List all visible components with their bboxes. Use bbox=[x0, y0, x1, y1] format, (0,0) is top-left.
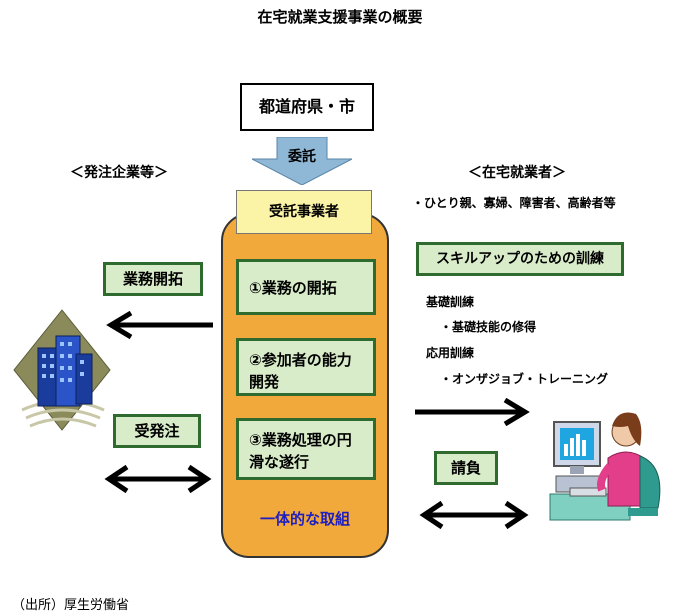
prefecture-city-box: 都道府県・市 bbox=[240, 83, 374, 131]
office-building-icon bbox=[13, 309, 111, 431]
step-smooth-execution: ③業務処理の円滑な遂行 bbox=[236, 418, 376, 480]
right-arrow bbox=[415, 397, 530, 427]
contractor-label: 受託事業者 bbox=[269, 204, 339, 220]
contract-label: 請負 bbox=[434, 451, 498, 485]
target-groups: ・ひとり親、寡婦、障害者、高齢者等 bbox=[412, 196, 616, 210]
training-box-label: スキルアップのための訓練 bbox=[436, 251, 604, 267]
contract-label-text: 請負 bbox=[450, 459, 481, 477]
prefecture-city-label: 都道府県・市 bbox=[258, 97, 355, 116]
order-exchange-label: 受発注 bbox=[113, 414, 201, 448]
right-header: ＜在宅就業者＞ bbox=[468, 165, 566, 181]
computer-worker-icon bbox=[549, 412, 661, 521]
step-capacity-development: ②参加者の能力開発 bbox=[236, 338, 376, 396]
left-header: ＜発注企業等＞ bbox=[70, 165, 168, 181]
right-double-arrow bbox=[419, 500, 529, 530]
contractor-box: 受託事業者 bbox=[236, 190, 372, 234]
business-development-label: 業務開拓 bbox=[103, 262, 203, 296]
left-arrow bbox=[106, 310, 213, 340]
commission-arrow bbox=[252, 137, 352, 185]
basic-training: 基礎訓練 bbox=[426, 295, 475, 309]
diagram-title: 在宅就業支援事業の概要 bbox=[257, 8, 423, 26]
applied-training: 応用訓練 bbox=[426, 346, 475, 360]
order-exchange-text: 受発注 bbox=[134, 422, 180, 440]
applied-training-detail: ・オンザジョブ・トレーニング bbox=[440, 372, 609, 386]
left-double-arrow bbox=[104, 464, 212, 494]
commission-label: 委託 bbox=[288, 149, 316, 165]
step-business-development: ①業務の開拓 bbox=[236, 259, 376, 315]
basic-training-detail: ・基礎技能の修得 bbox=[440, 320, 537, 334]
business-development-text: 業務開拓 bbox=[122, 270, 183, 288]
source-note: （出所）厚生労働省 bbox=[12, 598, 130, 613]
training-box: スキルアップのための訓練 bbox=[416, 242, 624, 276]
integrated-label: 一体的な取組 bbox=[259, 510, 350, 528]
